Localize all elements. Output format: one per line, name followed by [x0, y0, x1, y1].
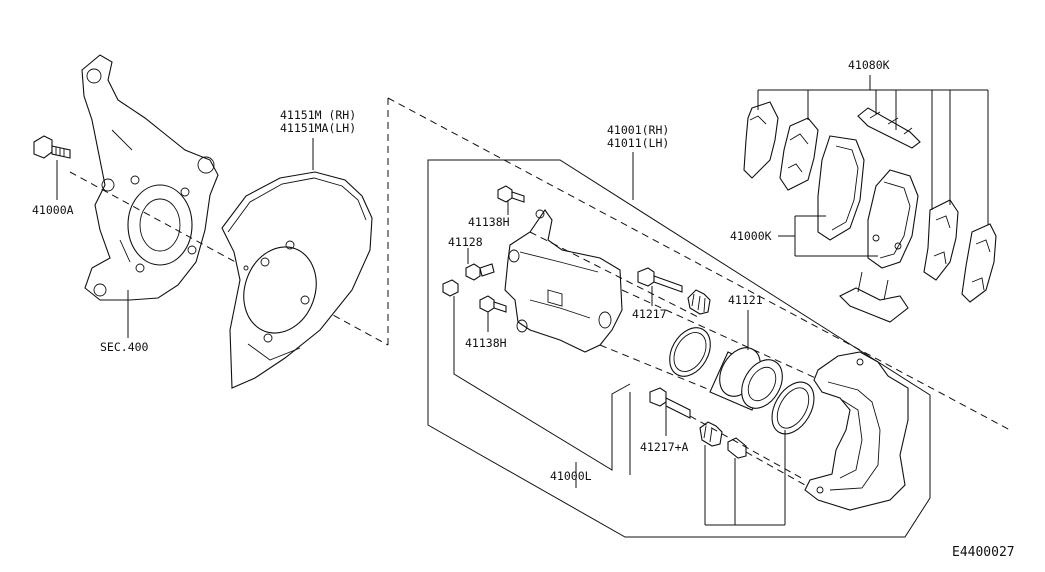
label-41001-rh: 41001(RH): [607, 123, 669, 137]
diagram-code: E4400027: [952, 545, 1015, 560]
piston-part: [709, 347, 783, 411]
guide-pin-41217-part: [637, 267, 683, 293]
steering-knuckle-part: [81, 54, 219, 301]
piston-boot-part: [771, 381, 815, 435]
inner-shim-part: [923, 199, 959, 281]
label-41000a: 41000A: [32, 203, 74, 217]
caliper-bracket-part: [804, 351, 909, 511]
inner-shim-2-part: [961, 223, 997, 303]
pad-clip-top-part: [857, 107, 921, 149]
outer-shim-2-part: [779, 117, 819, 191]
label-41151ma-lh: 41151MA(LH): [280, 121, 356, 135]
label-41121: 41121: [728, 293, 763, 307]
label-41011-lh: 41011(LH): [607, 136, 669, 150]
splash-shield-part: [221, 171, 373, 389]
label-41000k: 41000K: [730, 229, 772, 243]
outer-shim-part: [743, 101, 779, 179]
guide-pin-41217a-part: [649, 387, 691, 419]
bolt-41138h-top-part: [497, 185, 525, 203]
label-41000l: 41000L: [550, 469, 592, 483]
inner-brake-pad-part: [867, 169, 919, 269]
pin-sleeve-part: [727, 437, 747, 459]
label-41128: 41128: [448, 235, 483, 249]
pin-boot-lower-part: [699, 421, 723, 447]
label-41080k: 41080K: [848, 58, 890, 72]
pin-boot-upper-part: [687, 289, 711, 315]
bolt-41000a-part: [33, 135, 71, 159]
label-41217a: 41217+A: [640, 440, 689, 454]
outer-brake-pad-part: [817, 135, 865, 241]
pad-clip-bottom-part: [839, 271, 909, 323]
label-41138h-bottom: 41138H: [465, 336, 507, 350]
label-41217: 41217: [632, 307, 667, 321]
bolt-41138h-bottom-part: [479, 295, 507, 313]
label-41151m-rh: 41151M (RH): [280, 108, 356, 122]
bleeder-cap-part: [442, 279, 459, 297]
piston-seal-part: [669, 327, 711, 377]
label-41138h-top: 41138H: [468, 215, 510, 229]
caliper-body-part: [504, 209, 623, 353]
label-sec400: SEC.400: [100, 340, 149, 354]
bleeder-screw-41128-part: [465, 263, 495, 281]
